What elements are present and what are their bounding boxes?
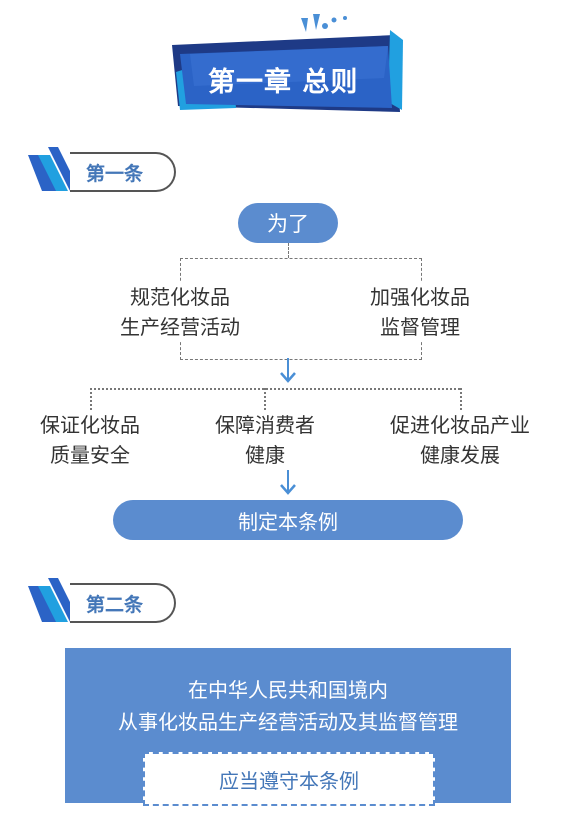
article1-label: 第一条 <box>86 163 144 185</box>
purpose-start-pill: 为了 <box>238 203 338 243</box>
goal-health: 保障消费者 健康 <box>215 413 315 467</box>
connector-row2-left <box>90 388 92 410</box>
connector-row2 <box>90 388 460 390</box>
result-label: 制定本条例 <box>238 509 338 534</box>
result-pill: 制定本条例 <box>113 500 463 540</box>
connector-row2-right <box>460 388 462 410</box>
article2-line1: 在中华人民共和国境内 <box>188 678 388 702</box>
purpose-start-label: 为了 <box>267 212 309 236</box>
article1-label-pill <box>70 152 176 192</box>
goal-supervise: 加强化妆品 监督管理 <box>340 282 500 342</box>
goal-industry: 促进化妆品产业 健康发展 <box>390 413 530 467</box>
connector-stem <box>288 243 289 258</box>
goal-quality: 保证化妆品 质量安全 <box>40 413 140 467</box>
article2-conclusion-box: 应当遵守本条例 <box>143 752 435 806</box>
connector-row2-mid <box>264 388 266 410</box>
sparkle-icon <box>301 14 347 32</box>
header-banner <box>172 14 403 112</box>
goal-regulate: 规范化妆品 生产经营活动 <box>100 282 260 342</box>
article2-label-pill <box>70 583 176 623</box>
chapter-title: 第一章 总则 <box>208 67 359 98</box>
article2-conclusion: 应当遵守本条例 <box>219 768 359 793</box>
arrow-down-icon <box>280 358 296 383</box>
article2-line2: 从事化妆品生产经营活动及其监督管理 <box>118 710 458 734</box>
article2-label: 第二条 <box>86 594 144 616</box>
arrow-down-icon <box>280 470 296 495</box>
